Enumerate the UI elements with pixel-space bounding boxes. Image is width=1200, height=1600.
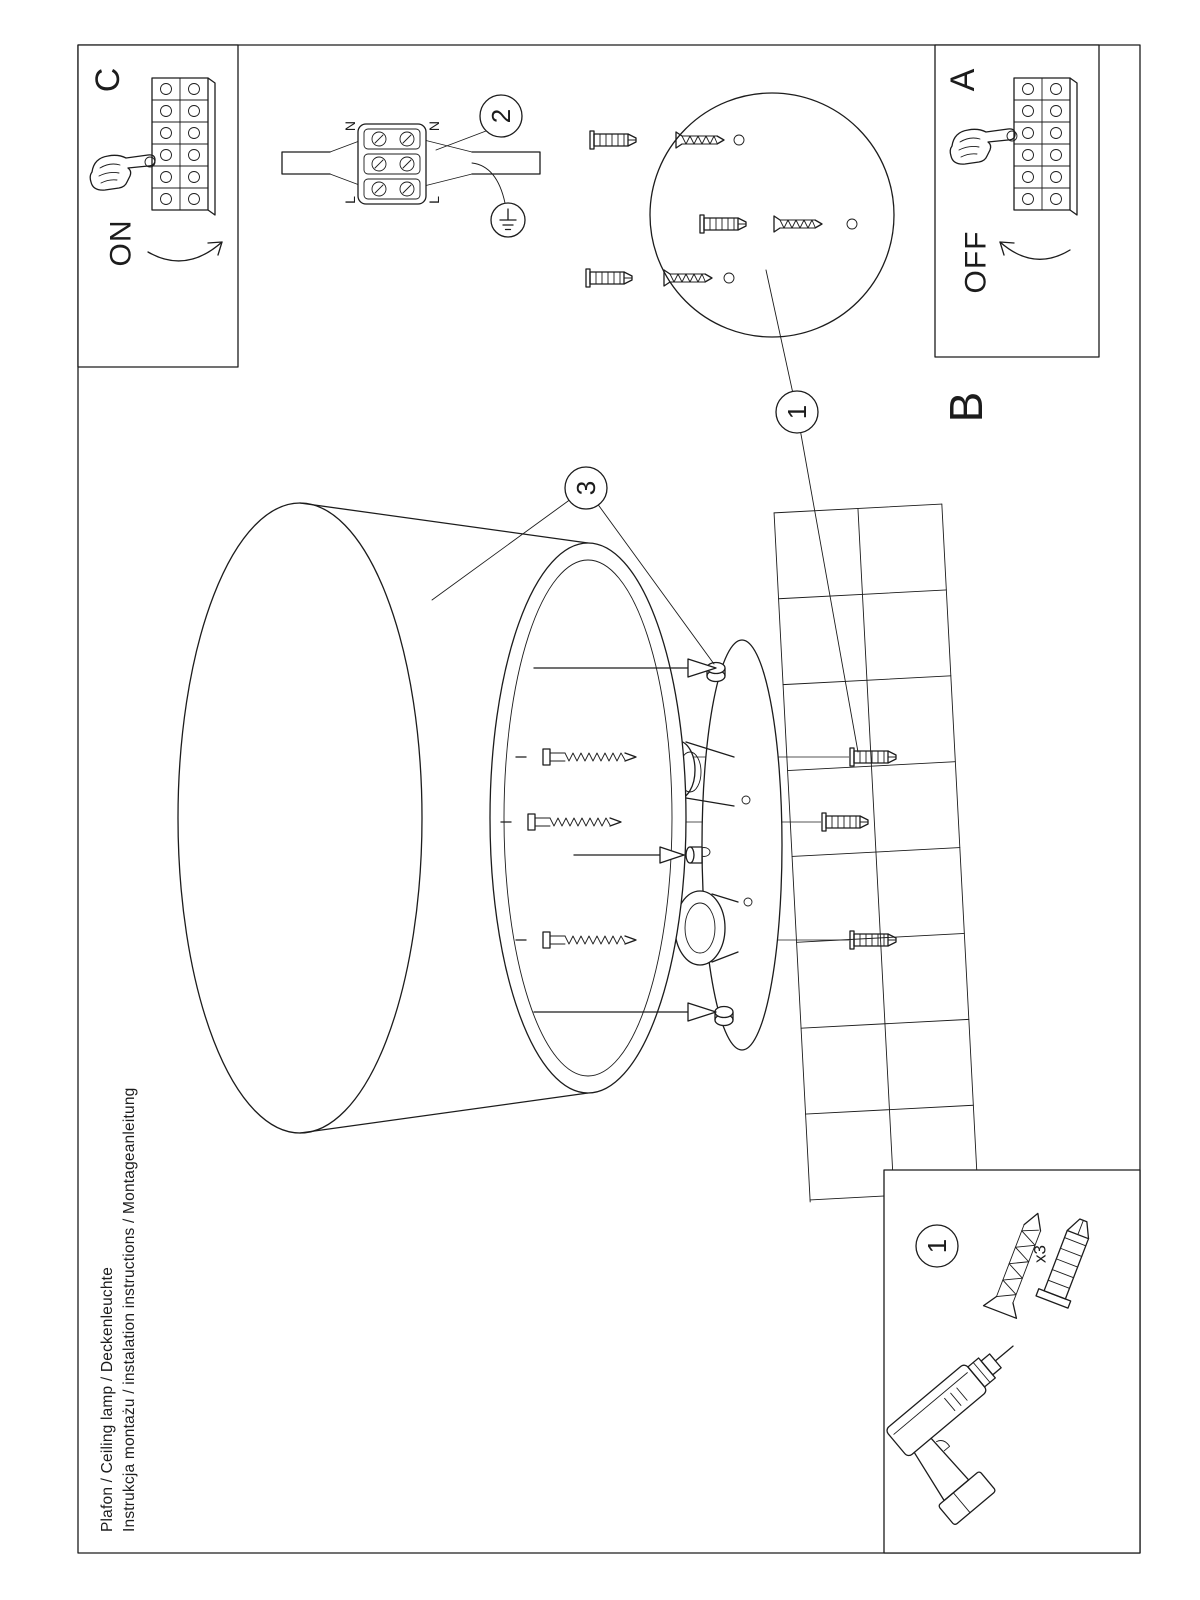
step-2-number: 2: [486, 109, 516, 123]
wall-plug-icon: [849, 747, 897, 767]
lamp-socket: [674, 890, 739, 966]
footer-product: Plafon / Ceiling lamp / Deckenleuchte: [99, 1267, 116, 1532]
terminal-block: [357, 123, 427, 205]
drill-icon: [886, 1345, 1014, 1525]
pressed-terminal: [144, 156, 156, 168]
cable-right: [471, 151, 541, 175]
screw-icon: [773, 215, 823, 233]
on-arrow: [147, 241, 223, 262]
label-l-right: L: [426, 196, 442, 204]
mount-arrow: [533, 658, 717, 678]
wiring-diagram: N L N L 2: [281, 94, 541, 238]
ceiling-drilling: 1: [585, 92, 895, 753]
lamp-shade: [177, 502, 687, 1134]
step-3-number: 3: [571, 481, 601, 495]
step-3-badge: [564, 466, 608, 510]
leader-line: [796, 411, 859, 753]
page-border: [77, 44, 1141, 1554]
panel-a: A OFF: [934, 44, 1100, 358]
wall-plug-icon: [585, 268, 633, 288]
off-label: OFF: [960, 231, 993, 294]
step-1-badge: [775, 390, 819, 434]
leader-line: [435, 130, 487, 151]
ground-wire: [471, 162, 506, 204]
panel-c-letter: C: [89, 68, 127, 93]
off-arrow: [999, 241, 1071, 260]
panel-c: C ON: [77, 44, 239, 368]
wall-tiles: [773, 503, 979, 1203]
footer-title: Instrukcja montażu / instalation instruc…: [121, 1088, 138, 1532]
ceiling-outline: [649, 92, 895, 338]
step-1-badge: [915, 1224, 959, 1268]
drill-hole: [723, 272, 735, 284]
wall-plug-icon: [849, 930, 897, 950]
wall-plug-icon: [699, 214, 747, 234]
leader-line: [765, 269, 798, 413]
assembly-diagram: 3: [177, 466, 979, 1203]
drill-hole: [846, 218, 858, 230]
tools-panel: 1 x3: [883, 1169, 1141, 1554]
on-label: ON: [105, 220, 138, 267]
wall-plug-icon: [821, 812, 869, 832]
leader-line: [431, 487, 587, 601]
panel-a-letter: A: [944, 68, 982, 91]
ground-symbol: [490, 202, 526, 238]
mount-arrow: [533, 1002, 717, 1022]
label-l-left: L: [342, 196, 358, 204]
plate-hole: [714, 1005, 734, 1019]
step-1-number: 1: [782, 405, 812, 419]
pressed-terminal: [1006, 130, 1018, 142]
label-n-right: N: [426, 121, 442, 131]
section-b-label: B: [940, 392, 992, 423]
tools-step-number: 1: [922, 1239, 952, 1253]
leader-line: [585, 487, 715, 665]
screw-icon: [675, 131, 725, 149]
cable-left: [281, 151, 331, 175]
wall-plug-icon: [589, 130, 637, 150]
mounting-plate: [697, 639, 783, 1051]
drill-hole: [733, 134, 745, 146]
step-2-badge: [479, 94, 523, 138]
mount-arrow: [573, 846, 703, 864]
label-n-left: N: [342, 121, 358, 131]
quantity-label: x3: [1031, 1245, 1050, 1263]
